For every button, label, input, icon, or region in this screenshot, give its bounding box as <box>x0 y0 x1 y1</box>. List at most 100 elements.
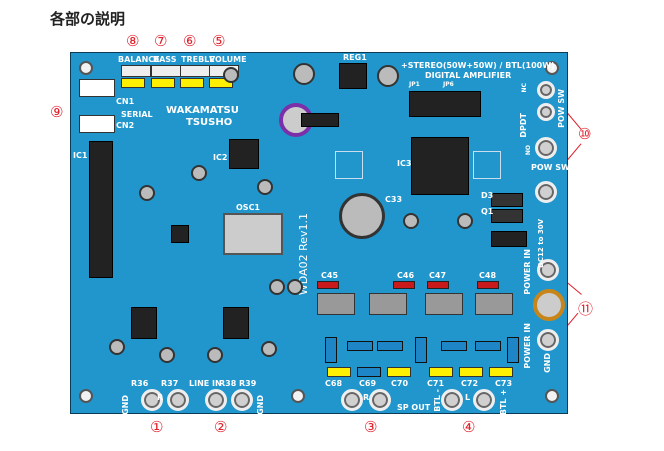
label-c72: C72 <box>461 379 479 388</box>
callout-leader <box>566 143 582 161</box>
pow-sw-jack[interactable] <box>535 137 557 159</box>
c66-capacitor <box>475 341 501 351</box>
c54-capacitor <box>109 339 125 355</box>
c23-capacitor <box>257 179 273 195</box>
label-c70: C70 <box>391 379 409 388</box>
cn1-connector[interactable] <box>79 79 115 97</box>
power-in-gnd-jack[interactable] <box>537 329 559 351</box>
label-bass: BASS <box>153 55 177 64</box>
label-c48: C48 <box>479 271 497 280</box>
line-in-l-minus-jack[interactable] <box>231 389 253 411</box>
c33-capacitor <box>339 193 385 239</box>
mount-hole <box>79 389 93 403</box>
capacitor <box>180 78 204 88</box>
label-cn1: CN1 <box>116 97 135 106</box>
label-balance: BALANCE <box>118 55 160 64</box>
label-btl-minus: BTL - <box>433 389 442 412</box>
capacitor <box>121 78 145 88</box>
label-treble: TREBLE <box>181 55 215 64</box>
c72-capacitor <box>459 367 483 377</box>
pow-sw-jack[interactable] <box>537 81 555 99</box>
mount-hole <box>291 389 305 403</box>
label-r39: R39 <box>239 379 257 388</box>
bass-header[interactable] <box>151 65 181 77</box>
ic5-chip <box>131 307 157 339</box>
label-ic1: IC1 <box>73 151 88 160</box>
label-no: NO <box>525 145 532 156</box>
callout-3: ③ <box>364 418 378 436</box>
label-l: L <box>465 393 471 402</box>
callout-11: ⑪ <box>578 300 594 318</box>
callout-9: ⑨ <box>50 103 64 121</box>
c47-capacitor <box>427 281 449 289</box>
sp-out-l-plus-jack[interactable] <box>473 389 495 411</box>
d3-diode <box>491 209 523 223</box>
treble-header[interactable] <box>180 65 210 77</box>
cn2-connector[interactable] <box>79 115 115 133</box>
callout-1: ① <box>150 418 164 436</box>
c71-capacitor <box>429 367 453 377</box>
c51-capacitor <box>533 289 565 321</box>
line-in-r-plus-jack[interactable] <box>167 389 189 411</box>
c62-capacitor <box>377 341 403 351</box>
capacitor <box>151 78 175 88</box>
label-r38: R38 <box>219 379 237 388</box>
c57-capacitor <box>207 347 223 363</box>
label-d3: Q1 <box>481 207 494 216</box>
ic4-chip <box>171 225 189 243</box>
line-in-r-minus-jack[interactable] <box>141 389 163 411</box>
label-reg1: REG1 <box>343 53 367 62</box>
callout-8: ⑧ <box>126 32 140 50</box>
label-power-in: POWER IN <box>523 323 532 369</box>
label-gnd: GND <box>121 395 130 415</box>
label-pow-sw: POW SW <box>531 163 570 172</box>
label-gnd: GND <box>256 395 265 415</box>
sp-out-l-minus-jack[interactable] <box>441 389 463 411</box>
callout-10: ⑩ <box>578 125 592 143</box>
mount-hole <box>545 61 559 75</box>
ic2-chip <box>229 139 259 169</box>
c67-capacitor <box>507 337 519 363</box>
power-in-plus-jack[interactable] <box>537 259 559 281</box>
c69-capacitor <box>357 367 381 377</box>
pow-sw-jack[interactable] <box>537 103 555 121</box>
c21-capacitor <box>191 165 207 181</box>
reg2 <box>301 113 339 127</box>
label-c47: C47 <box>429 271 447 280</box>
balance-header[interactable] <box>121 65 151 77</box>
c65-capacitor <box>441 341 467 351</box>
c43-capacitor <box>269 279 285 295</box>
sp-out-r-plus-jack[interactable] <box>341 389 363 411</box>
page-title: 各部の説明 <box>50 11 126 28</box>
d2-diode <box>491 193 523 207</box>
label-nc: NC <box>521 83 528 93</box>
label-c33: C33 <box>385 195 403 204</box>
c70-capacitor <box>387 367 411 377</box>
ic3-chip <box>411 137 469 195</box>
c61-capacitor <box>347 341 373 351</box>
maker-name: WAKAMATSU <box>166 105 239 116</box>
c60-capacitor <box>325 337 337 363</box>
line-in-l-plus-jack[interactable] <box>205 389 227 411</box>
c48-capacitor <box>477 281 499 289</box>
c45-capacitor <box>317 281 339 289</box>
pow-sw-jack[interactable] <box>535 181 557 203</box>
callout-5: ⑤ <box>212 32 226 50</box>
reg1-chip <box>339 63 367 89</box>
sp-out-r-minus-jack[interactable] <box>369 389 391 411</box>
c44-capacitor <box>287 279 303 295</box>
label-volume: VOLUME <box>209 55 247 64</box>
callout-2: ② <box>214 418 228 436</box>
label-r36: R36 <box>131 379 149 388</box>
pcb-board: BALANCE BASS TREBLE VOLUME CN1 SERIAL CN… <box>70 52 570 415</box>
ic1-chip <box>89 141 113 278</box>
osc1-crystal <box>223 213 283 255</box>
d1-component <box>293 63 315 85</box>
callout-7: ⑦ <box>154 32 168 50</box>
callout-4: ④ <box>462 418 476 436</box>
product-subtitle: DIGITAL AMPLIFIER <box>425 71 512 80</box>
label-serial: SERIAL <box>121 110 153 119</box>
jumper-block[interactable] <box>409 91 481 117</box>
label-ic2: IC2 <box>213 153 228 162</box>
label-ic3: IC3 <box>397 159 412 168</box>
